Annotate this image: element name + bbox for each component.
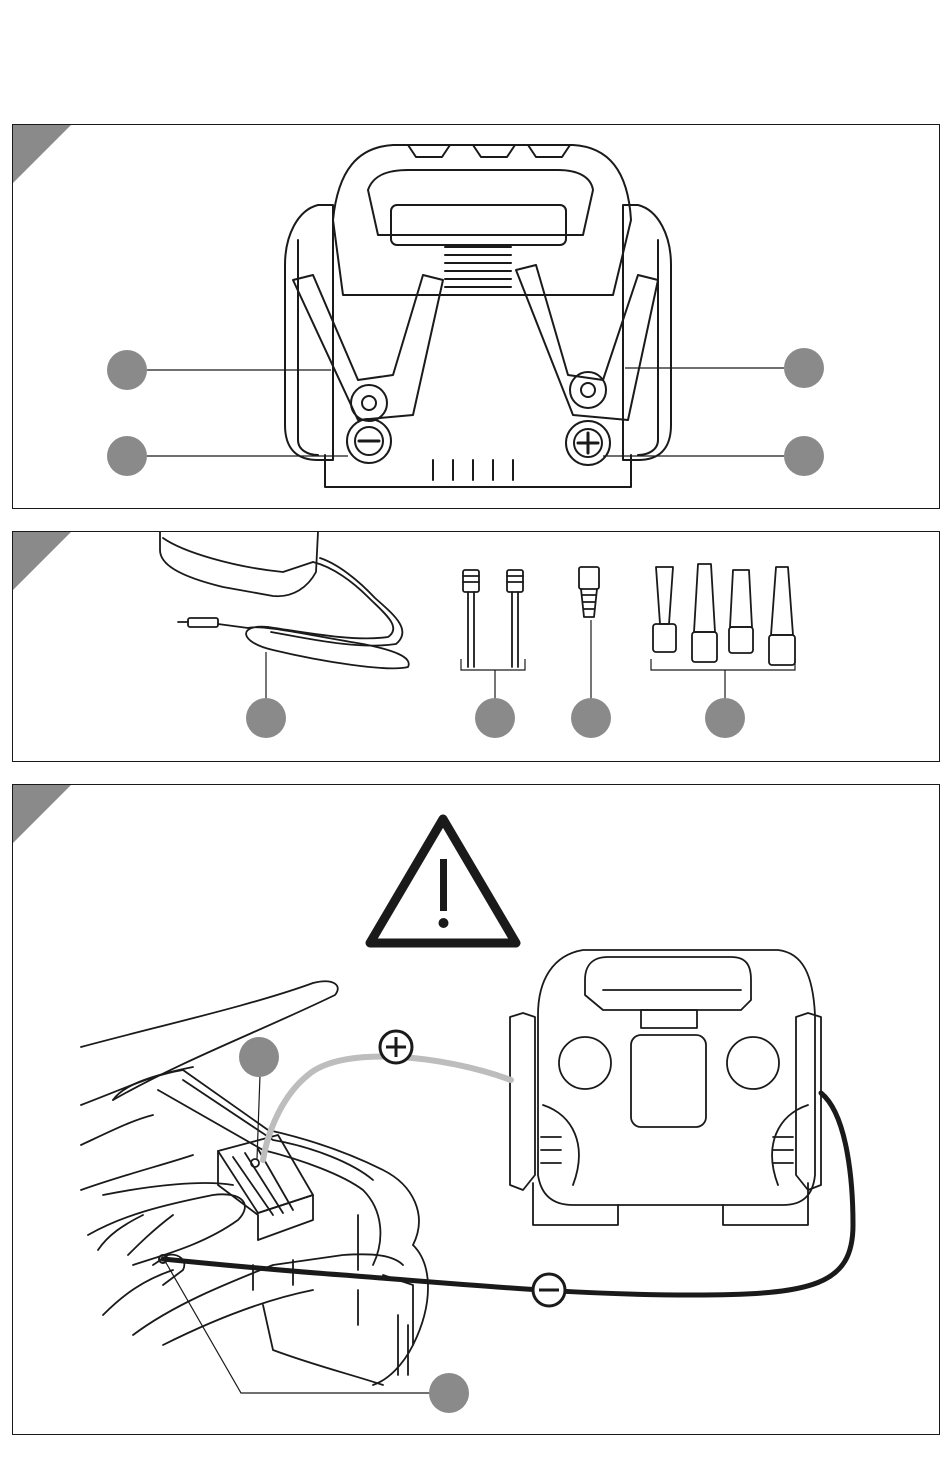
charger-cable: [218, 624, 248, 628]
panel-corner-marker: [13, 125, 71, 183]
battery-connection-illustration: [13, 785, 941, 1436]
callout-marker: [429, 1373, 469, 1413]
panel-corner-marker: [13, 532, 71, 590]
front-panel: [631, 1035, 706, 1127]
plus-icon: [380, 1031, 412, 1063]
negative-clamp: [293, 275, 443, 420]
callout-marker: [571, 698, 611, 738]
charger-body: [160, 532, 318, 596]
front-vent: [445, 247, 511, 295]
positive-cable: [263, 1056, 511, 1160]
base: [325, 455, 631, 487]
callout-marker: [107, 350, 147, 390]
panel-corner-marker: [13, 785, 71, 843]
inflation-needles: [463, 570, 523, 667]
left-lamp: [559, 1037, 611, 1089]
callout-marker: [239, 1037, 279, 1077]
handle-grip: [391, 205, 566, 245]
callout-marker: [784, 348, 824, 388]
callout-marker: [107, 436, 147, 476]
warning-triangle-icon: [370, 819, 516, 943]
callout-marker: [705, 698, 745, 738]
left-side-housing: [285, 205, 333, 460]
panel-accessories: [12, 531, 940, 762]
negative-cable: [163, 1093, 853, 1295]
display-window: [641, 1010, 697, 1028]
minus-icon: [533, 1274, 565, 1306]
jump-starter-unit: [510, 950, 821, 1225]
callout-marker: [475, 698, 515, 738]
callout-marker: [246, 698, 286, 738]
accessories-illustration: [13, 532, 941, 763]
right-clamp-holder: [796, 1013, 821, 1190]
cone-adapters: [653, 564, 795, 665]
left-clamp-holder: [510, 1013, 535, 1190]
handle-opening: [368, 170, 593, 235]
jump-starter-illustration: [13, 125, 941, 510]
callout-marker: [784, 436, 824, 476]
panel-jump-starter-front: [12, 124, 940, 509]
valve-adapter: [579, 567, 599, 617]
negative-clamp-pivot: [351, 385, 387, 421]
charger-plug: [188, 618, 218, 627]
panel-battery-connection: [12, 784, 940, 1435]
right-lamp: [727, 1037, 779, 1089]
